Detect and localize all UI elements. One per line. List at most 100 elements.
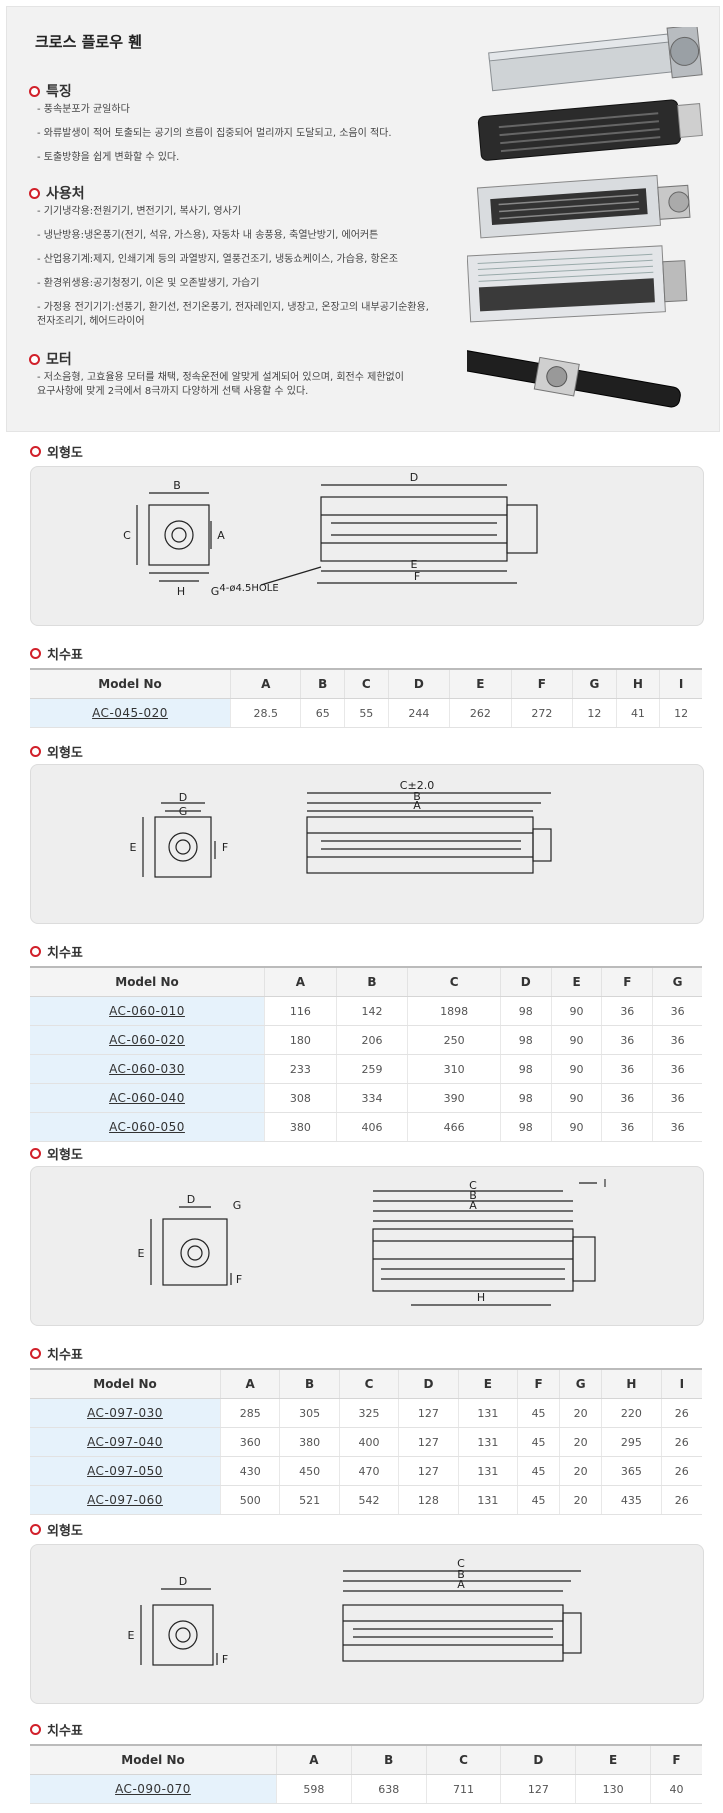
circle-bullet-icon bbox=[30, 746, 41, 757]
table-cell: 466 bbox=[407, 1112, 501, 1142]
circle-bullet-icon bbox=[29, 187, 40, 199]
model-link[interactable]: AC-097-050 bbox=[30, 1456, 221, 1486]
table-cell: 1898 bbox=[407, 996, 501, 1026]
table-cell: 90 bbox=[551, 1083, 603, 1113]
table-cell: 26 bbox=[661, 1456, 702, 1486]
table-cell: 36 bbox=[652, 1054, 702, 1084]
model-link[interactable]: AC-097-060 bbox=[30, 1485, 221, 1515]
table-cell: 127 bbox=[398, 1398, 459, 1428]
dim-label: F bbox=[222, 841, 228, 854]
dim-label: E bbox=[138, 1247, 145, 1260]
table-cell: 598 bbox=[276, 1774, 352, 1804]
dim-label: A bbox=[469, 1199, 477, 1212]
table-cell: 45 bbox=[517, 1485, 561, 1515]
table-cell: 334 bbox=[336, 1083, 409, 1113]
uses-list: - 기기냉각용:전원기기, 변전기기, 복사기, 영사기 - 냉난방용:냉온풍기… bbox=[37, 205, 457, 339]
table-cell: 262 bbox=[449, 698, 512, 728]
table-cell: 406 bbox=[336, 1112, 409, 1142]
table-cell: 90 bbox=[551, 996, 603, 1026]
circle-bullet-icon bbox=[30, 1524, 41, 1535]
table-cell: 116 bbox=[264, 996, 337, 1026]
column-header: A bbox=[276, 1744, 352, 1775]
table-cell: 400 bbox=[339, 1427, 400, 1457]
table-cell: 131 bbox=[458, 1456, 519, 1486]
model-link[interactable]: AC-060-010 bbox=[30, 996, 265, 1026]
table-header-row: Model No A B C D E F bbox=[30, 1744, 702, 1775]
outline-heading-2: 외형도 bbox=[30, 742, 83, 761]
table-cell: 380 bbox=[264, 1112, 337, 1142]
table-cell: 45 bbox=[517, 1427, 561, 1457]
table-cell: 28.5 bbox=[230, 698, 302, 728]
table-cell: 36 bbox=[652, 1112, 702, 1142]
table-cell: 45 bbox=[517, 1398, 561, 1428]
dimension-heading-3: 치수표 bbox=[30, 1344, 83, 1363]
table-cell: 36 bbox=[652, 1083, 702, 1113]
list-item: 전자조리기, 헤어드라이어 bbox=[37, 316, 145, 327]
list-item: - 냉난방용:냉온풍기(전기, 석유, 가스용), 자동차 내 송풍용, 축열난… bbox=[37, 230, 379, 241]
circle-bullet-icon bbox=[30, 446, 41, 457]
dim-label: F bbox=[236, 1273, 242, 1286]
model-link[interactable]: AC-090-070 bbox=[30, 1774, 277, 1804]
column-header: B bbox=[351, 1744, 427, 1775]
page-title: 크로스 플로우 휀 bbox=[35, 33, 143, 51]
fan-drawing-4: D E F C B A bbox=[128, 1557, 582, 1666]
dim-label: G bbox=[179, 805, 188, 818]
table-cell: 20 bbox=[559, 1485, 603, 1515]
table-cell: 250 bbox=[407, 1025, 501, 1055]
model-link[interactable]: AC-060-040 bbox=[30, 1083, 265, 1113]
table-cell: 36 bbox=[601, 1083, 654, 1113]
outline-drawing-4: D E F C B A bbox=[30, 1544, 704, 1704]
dim-label: A bbox=[217, 529, 225, 542]
table-cell: 131 bbox=[458, 1398, 519, 1428]
table-cell: 131 bbox=[458, 1485, 519, 1515]
table-cell: 36 bbox=[601, 1112, 654, 1142]
intro-panel: 크로스 플로우 휀 특징 - 풍속분포가 균일하다 - 와류발생이 적어 토출되… bbox=[6, 6, 720, 432]
column-header: I bbox=[661, 1368, 702, 1399]
model-link[interactable]: AC-045-020 bbox=[30, 698, 231, 728]
hole-label: 4-ø4.5HOLE bbox=[219, 583, 278, 594]
table-cell: 500 bbox=[220, 1485, 281, 1515]
list-item: - 가정용 전기기기:선풍기, 환기선, 전기온풍기, 전자레인지, 냉장고, … bbox=[37, 302, 429, 313]
table-cell: 41 bbox=[616, 698, 661, 728]
model-link[interactable]: AC-060-030 bbox=[30, 1054, 265, 1084]
column-header: E bbox=[575, 1744, 652, 1775]
table-cell: 98 bbox=[500, 1112, 552, 1142]
outline-heading-4: 외형도 bbox=[30, 1520, 83, 1539]
column-header: D bbox=[500, 1744, 577, 1775]
table-cell: 26 bbox=[661, 1427, 702, 1457]
table-cell: 380 bbox=[279, 1427, 340, 1457]
table-cell: 90 bbox=[551, 1112, 603, 1142]
list-item: - 토출방향을 쉽게 변화할 수 있다. bbox=[37, 152, 180, 163]
model-link[interactable]: AC-097-040 bbox=[30, 1427, 221, 1457]
column-header: D bbox=[388, 668, 451, 699]
dim-label: C bbox=[123, 529, 131, 542]
column-header: A bbox=[220, 1368, 281, 1399]
column-header: Model No bbox=[30, 966, 265, 997]
table-cell: 90 bbox=[551, 1054, 603, 1084]
table-row: AC-045-020 28.5 65 55 244 262 272 12 41 … bbox=[30, 698, 702, 728]
column-header: G bbox=[572, 668, 617, 699]
table-cell: 272 bbox=[511, 698, 574, 728]
column-header: B bbox=[300, 668, 346, 699]
model-link[interactable]: AC-060-020 bbox=[30, 1025, 265, 1055]
table-cell: 65 bbox=[300, 698, 346, 728]
dim-label: E bbox=[130, 841, 137, 854]
model-link[interactable]: AC-060-050 bbox=[30, 1112, 265, 1142]
circle-bullet-icon bbox=[30, 946, 41, 957]
table-header-row: Model No A B C D E F G bbox=[30, 966, 702, 997]
dim-label: E bbox=[128, 1629, 135, 1642]
dim-label: B bbox=[469, 1189, 477, 1202]
column-header: H bbox=[616, 668, 661, 699]
dim-label: D bbox=[410, 471, 418, 484]
table-cell: 308 bbox=[264, 1083, 337, 1113]
outline-drawing-2: D G E F C±2.0 B A bbox=[30, 764, 704, 924]
list-item: - 산업용기계:제지, 인쇄기계 등의 과열방지, 열풍건조기, 냉동쇼케이스,… bbox=[37, 254, 399, 265]
model-link[interactable]: AC-097-030 bbox=[30, 1398, 221, 1428]
table-cell: 36 bbox=[601, 1054, 654, 1084]
table-cell: 127 bbox=[398, 1456, 459, 1486]
